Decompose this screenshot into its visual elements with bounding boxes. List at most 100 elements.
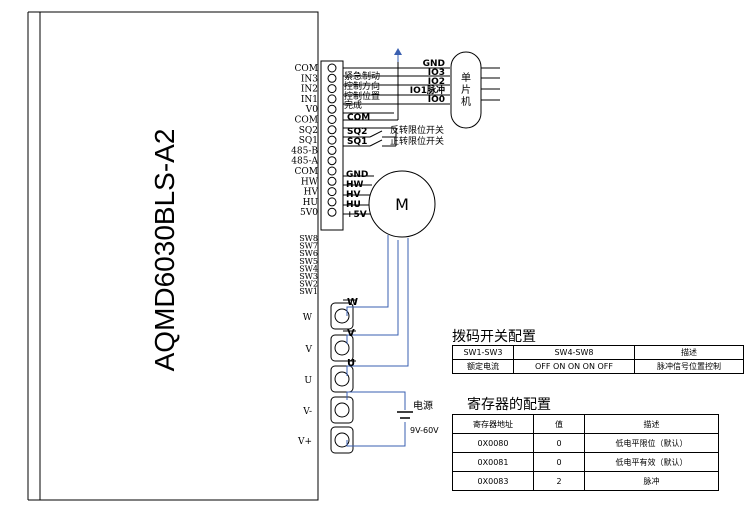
hall-label-hw: HW xyxy=(346,180,364,190)
terminal-label: HV xyxy=(304,188,319,198)
terminal-label: W xyxy=(303,313,313,323)
terminal-screw xyxy=(334,371,350,387)
terminal-screw xyxy=(327,176,337,186)
ground-arrow-icon xyxy=(394,48,402,55)
signal-label-done: 完成 xyxy=(344,99,362,111)
battery-symbol xyxy=(397,411,413,419)
table-row: 额定电流 OFF ON ON ON OFF 脉冲信号位置控制 xyxy=(452,359,744,374)
limit-switch-reverse-desc: 反转限位开关 xyxy=(390,124,444,136)
terminal-label: V- xyxy=(302,407,312,417)
motor-label: M xyxy=(395,195,409,214)
terminal-screw xyxy=(334,308,350,324)
terminal-label: HU xyxy=(303,198,319,208)
terminal-label: V+ xyxy=(297,437,312,447)
power-supply-wires xyxy=(346,391,406,447)
table-header-cell: SW4-SW8 xyxy=(513,345,635,360)
table-cell: 额定电流 xyxy=(452,359,514,374)
terminal-screw xyxy=(327,145,337,155)
mcu-label-1: 单 xyxy=(461,72,471,84)
terminal-label: SW6 xyxy=(299,249,318,258)
table-header-cell: 描述 xyxy=(634,345,744,360)
terminal-label: 485-B xyxy=(291,146,318,156)
table-cell: 0 xyxy=(533,433,585,453)
terminal-screw xyxy=(327,63,337,73)
table-cell: 0 xyxy=(533,452,585,472)
terminal-screw xyxy=(327,84,337,94)
table-cell: 2 xyxy=(533,471,585,491)
mcu-label-3: 机 xyxy=(461,95,471,108)
table-cell: 低电平限位（默认） xyxy=(584,433,719,453)
driver-housing xyxy=(27,11,319,501)
terminal-label: IN1 xyxy=(301,95,318,105)
table-row: 0X0080 0 低电平限位（默认） xyxy=(452,433,719,453)
hall-sensor-wires xyxy=(343,175,374,215)
terminal-screw xyxy=(327,115,337,124)
table-header-cell: SW1-SW3 xyxy=(452,345,514,360)
terminal-label: SW4 xyxy=(299,264,318,273)
hall-label-hv: HV xyxy=(346,190,361,200)
terminal-screw xyxy=(334,340,350,356)
terminal-label: SQ1 xyxy=(299,136,318,146)
power-supply-label: 电源 xyxy=(413,399,433,412)
table-row: 0X0083 2 脉冲 xyxy=(452,471,719,491)
terminal-label: COM xyxy=(295,116,318,126)
terminal-label: SW5 xyxy=(299,257,318,266)
terminal-label: COM xyxy=(295,167,318,177)
terminal-label: COM xyxy=(295,64,318,74)
phase-label-v: V xyxy=(347,328,355,339)
terminal-label: HW xyxy=(301,177,319,187)
dip-switch-table: SW1-SW3 SW4-SW8 描述 额定电流 OFF ON ON ON OFF… xyxy=(452,345,744,374)
mcu-pin-io2: IO2 xyxy=(428,77,445,87)
terminal-label: SW1 xyxy=(299,287,318,296)
hall-label-5v: +5V xyxy=(346,210,367,220)
terminal-label: 5V0 xyxy=(300,208,318,218)
terminal-label: V0 xyxy=(305,105,318,115)
terminal-screw xyxy=(327,104,337,114)
terminal-screw xyxy=(327,187,337,197)
phase-label-u: U xyxy=(347,358,355,369)
table-header-cell: 寄存器地址 xyxy=(452,414,534,434)
table-cell: OFF ON ON ON OFF xyxy=(513,359,635,374)
register-title: 寄存器的配置 xyxy=(467,397,551,413)
terminal-label: SW7 xyxy=(299,242,318,251)
mcu-label-2: 片 xyxy=(461,83,471,96)
table-header-row: SW1-SW3 SW4-SW8 描述 xyxy=(452,345,744,360)
mcu-pin-gnd: GND xyxy=(423,59,445,69)
limit-switch-sq1-label: SQ1 xyxy=(347,137,367,147)
signal-label-com: COM xyxy=(347,113,370,123)
mcu-outputs xyxy=(481,67,500,101)
limit-switch-sq2-label: SQ2 xyxy=(347,127,367,137)
control-signal-wires xyxy=(343,62,450,121)
table-header-row: 寄存器地址 值 描述 xyxy=(452,414,719,434)
terminal-label: SW3 xyxy=(299,272,318,281)
terminal-screw xyxy=(327,197,337,207)
table-cell: 0X0083 xyxy=(452,471,534,491)
limit-switch-forward-desc: 正转限位开关 xyxy=(390,135,444,147)
register-table: 寄存器地址 值 描述 0X0080 0 低电平限位（默认） 0X0081 0 低… xyxy=(452,414,719,491)
terminal-screw xyxy=(327,94,337,104)
terminal-label: SQ2 xyxy=(299,126,318,136)
terminal-screw xyxy=(327,207,337,217)
terminal-label: 485-A xyxy=(291,157,318,167)
limit-switch-wires xyxy=(343,127,397,147)
terminal-screw xyxy=(327,73,337,83)
terminal-label: IN2 xyxy=(301,85,318,95)
table-cell: 脉冲信号位置控制 xyxy=(634,359,744,374)
signal-label-position: 控制位置 xyxy=(344,90,380,102)
table-cell: 脉冲 xyxy=(584,471,719,491)
table-header-cell: 描述 xyxy=(584,414,719,434)
terminal-label: SW2 xyxy=(299,280,318,289)
table-cell: 低电平有效（默认） xyxy=(584,452,719,472)
mcu-pin-io1: IO1脉冲 xyxy=(410,84,445,96)
power-supply-range: 9V-60V xyxy=(410,426,439,435)
table-cell: 0X0081 xyxy=(452,452,534,472)
terminal-label: U xyxy=(304,376,312,386)
terminal-screw xyxy=(334,402,350,418)
phase-label-w: W xyxy=(347,297,358,308)
hall-label-gnd: GND xyxy=(346,170,368,180)
motor-symbol xyxy=(368,170,436,238)
mcu-pin-io0: IO0 xyxy=(428,95,445,105)
driver-model-label: AQMD6030BLS-A2 xyxy=(149,129,180,372)
terminal-screw xyxy=(327,166,337,176)
